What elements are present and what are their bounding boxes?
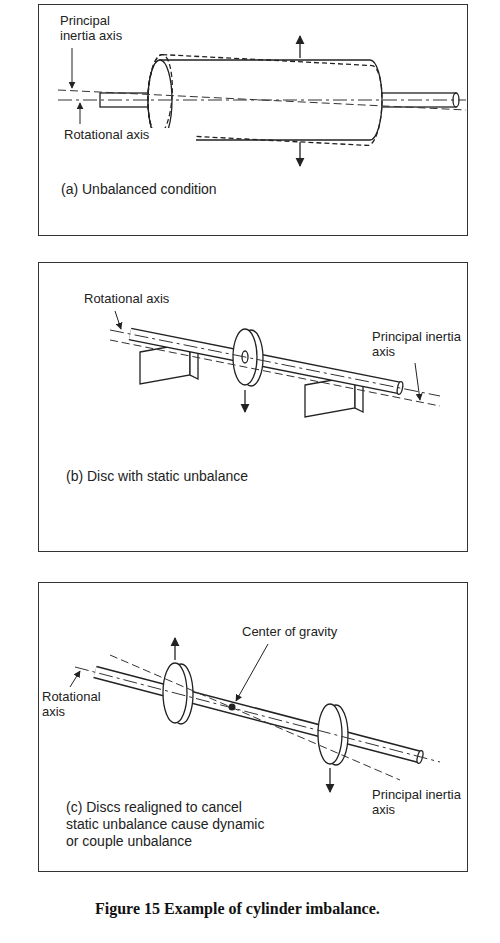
rotational-axis xyxy=(75,667,440,762)
disc xyxy=(318,704,342,764)
part-label: Rotational axis xyxy=(62,128,196,143)
part-label: Rotational axis xyxy=(40,690,119,720)
force-arrow xyxy=(244,390,245,412)
panel-caption: (b) Disc with static unbalance xyxy=(66,468,386,485)
principal-axis xyxy=(110,655,400,780)
force-arrow xyxy=(174,638,175,660)
leader-line xyxy=(115,311,121,329)
part-label: Principal inertia axis xyxy=(58,14,142,44)
leader-line xyxy=(415,363,420,400)
part-label: Principal inertia axis xyxy=(370,330,464,360)
part-label: Principal inertia axis xyxy=(370,788,464,818)
figure-caption: Figure 15 Example of cylinder imbalance. xyxy=(95,900,380,918)
displaced-cylinder-end xyxy=(146,54,174,135)
force-arrow xyxy=(299,36,300,58)
panel-caption: (a) Unbalanced condition xyxy=(61,181,361,198)
leader-line xyxy=(72,48,73,88)
leader-line xyxy=(80,103,81,124)
part-label: Rotational axis xyxy=(82,292,216,307)
leader-line xyxy=(70,671,80,687)
panel-caption: (c) Discs realigned to cancel static unb… xyxy=(66,799,266,849)
center-of-gravity-dot xyxy=(229,704,236,711)
force-arrow xyxy=(299,142,300,166)
principal-axis xyxy=(58,90,466,110)
leader-line xyxy=(236,644,268,701)
force-arrow xyxy=(329,768,330,792)
part-label: Center of gravity xyxy=(240,625,384,640)
